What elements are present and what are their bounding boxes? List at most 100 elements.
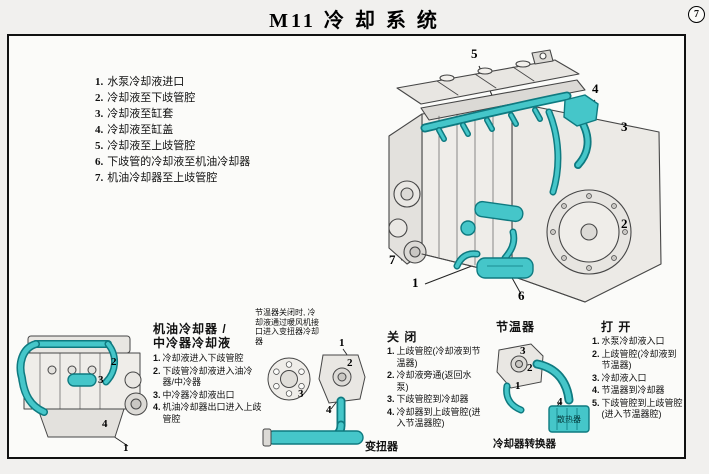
legend-item-number: 4.: [95, 124, 104, 136]
closed-heading: 关 闭: [387, 330, 418, 344]
legend-item: 3.冷却液至缸套: [95, 106, 250, 122]
open-list: 1.水泵冷却液入口 2.上歧管腔(冷却液到节温器) 3.冷却液入口 4.节温器到…: [592, 336, 684, 422]
callout-number: 2: [111, 356, 117, 368]
item-number: 1.: [153, 353, 161, 363]
callout-number: 2: [527, 362, 533, 374]
list-item: 1.冷却液进入下歧管腔: [153, 353, 263, 365]
thermostat-heading: 节温器: [496, 320, 536, 334]
callout-number: 4: [102, 418, 108, 430]
list-item: 2.上歧管腔(冷却液到节温器): [592, 349, 684, 372]
item-number: 3.: [387, 394, 395, 404]
item-text: 机油冷却器出口进入上歧管腔: [162, 402, 262, 424]
item-text: 上歧管腔(冷却液到节温器): [601, 348, 677, 371]
callout-number: 3: [520, 345, 526, 357]
radiator-label: 散热器: [557, 415, 581, 424]
item-number: 1.: [387, 346, 395, 356]
callout-number: 1: [412, 275, 419, 290]
main-engine-illustration: [388, 49, 662, 303]
thermostat-illustration: [496, 343, 590, 433]
callout-number: 4: [326, 404, 332, 416]
item-text: 冷却液进入下歧管腔: [162, 353, 244, 363]
item-text: 冷却液旁通(返回水泵): [396, 370, 472, 392]
callout-number: 2: [347, 357, 353, 369]
legend-item: 7.机油冷却器至上歧管腔: [95, 170, 250, 186]
open-heading: 打 开: [601, 320, 632, 334]
item-text: 冷却液入口: [601, 372, 647, 383]
list-item: 2.下歧管冷却液进入油冷器/中冷器: [153, 366, 263, 389]
legend-item: 1.水泵冷却液进口: [95, 74, 250, 90]
legend-item-text: 冷却液至上歧管腔: [107, 140, 196, 152]
item-number: 3.: [153, 389, 161, 400]
list-item: 1.水泵冷却液入口: [592, 336, 684, 348]
callout-number: 1: [123, 442, 129, 454]
item-number: 1.: [592, 336, 600, 346]
legend-item-number: 7.: [95, 172, 104, 184]
callout-number: 4: [592, 81, 599, 96]
list-item: 3.冷却液入口: [592, 373, 684, 385]
item-text: 上歧管腔(冷却液到节温器): [396, 346, 481, 368]
legend-item-number: 1.: [95, 76, 104, 88]
item-text: 冷却器到上歧管腔(进入节温器腔): [396, 406, 481, 429]
item-number: 2.: [387, 370, 395, 380]
torque-converter-illustration: [262, 348, 366, 447]
list-item: 3.下歧管腔到冷却器: [387, 394, 483, 406]
item-text: 下歧管冷却液进入油冷器/中冷器: [162, 365, 253, 388]
item-text: 下歧管腔到冷却器: [396, 394, 469, 404]
legend-item-text: 机油冷却器至上歧管腔: [107, 172, 218, 184]
list-item: 3.中冷器冷却液出口: [153, 390, 263, 402]
torque-converter-label: 变扭器: [365, 441, 398, 453]
cooler-converter-caption: 冷却器转换器: [493, 438, 556, 450]
legend-list: 1.水泵冷却液进口 2.冷却液至下歧管腔 3.冷却液至缸套 4.冷却液至缸盖 5…: [95, 74, 250, 186]
callout-number: 3: [621, 119, 628, 134]
page-number: 7: [694, 9, 699, 20]
legend-item: 2.冷却液至下歧管腔: [95, 90, 250, 106]
oil-cooler-list: 1.冷却液进入下歧管腔 2.下歧管冷却液进入油冷器/中冷器 3.中冷器冷却液出口…: [153, 353, 263, 426]
list-item: 1.上歧管腔(冷却液到节温器): [387, 346, 483, 369]
page-number-badge: 7: [688, 6, 705, 23]
legend-item-text: 下歧管的冷却液至机油冷却器: [107, 156, 251, 168]
list-item: 2.冷却液旁通(返回水泵): [387, 370, 483, 393]
callout-number: 3: [298, 388, 304, 400]
list-item: 4.机油冷却器出口进入上歧管腔: [153, 402, 263, 425]
callout-number: 2: [621, 216, 628, 231]
item-text: 中冷器冷却液出口: [162, 389, 235, 400]
legend-item-number: 6.: [95, 156, 104, 168]
legend-item-text: 冷却液至下歧管腔: [107, 92, 196, 104]
diagram-panel: 1.水泵冷却液进口 2.冷却液至下歧管腔 3.冷却液至缸套 4.冷却液至缸盖 5…: [7, 34, 686, 459]
legend-item-number: 3.: [95, 108, 104, 120]
legend-item-text: 冷却液至缸套: [107, 108, 174, 120]
item-number: 2.: [592, 348, 600, 359]
list-item: 4.冷却器到上歧管腔(进入节温器腔): [387, 407, 483, 430]
oil-cooler-heading-line1: 机油冷却器 /: [153, 322, 227, 336]
item-number: 2.: [153, 365, 161, 376]
page-title: M11 冷 却 系 统: [269, 10, 440, 32]
legend-item-number: 5.: [95, 140, 104, 152]
item-number: 4.: [592, 385, 600, 395]
item-number: 3.: [592, 372, 600, 383]
thermostat-closed-note: 节温器关闭时, 冷却液通过暖风机接口进入变扭器冷却器: [255, 308, 319, 346]
oil-cooler-heading: 机油冷却器 / 中冷器冷却液: [153, 322, 231, 350]
callout-number: 1: [339, 337, 345, 349]
oil-cooler-heading-line2: 中冷器冷却液: [153, 336, 232, 350]
callout-number: 3: [98, 374, 104, 386]
legend-item: 6.下歧管的冷却液至机油冷却器: [95, 154, 250, 170]
list-item: 5.下歧管腔到上歧管腔(进入节温器腔): [592, 398, 684, 421]
legend-item-text: 冷却液至缸盖: [107, 124, 174, 136]
callout-number: 5: [471, 46, 478, 61]
side-engine-illustration: [16, 335, 148, 447]
legend-item-text: 水泵冷却液进口: [107, 76, 185, 88]
closed-list: 1.上歧管腔(冷却液到节温器) 2.冷却液旁通(返回水泵) 3.下歧管腔到冷却器…: [387, 346, 483, 431]
item-text: 下歧管腔到上歧管腔(进入节温器腔): [601, 397, 683, 420]
callout-number: 4: [557, 396, 563, 408]
item-text: 水泵冷却液入口: [601, 336, 665, 346]
legend-item: 4.冷却液至缸盖: [95, 122, 250, 138]
item-number: 4.: [387, 406, 395, 417]
list-item: 4.节温器到冷却器: [592, 385, 684, 397]
legend-item: 5.冷却液至上歧管腔: [95, 138, 250, 154]
callout-number: 6: [518, 288, 525, 303]
callout-number: 1: [515, 380, 521, 392]
item-number: 4.: [153, 402, 161, 412]
item-text: 节温器到冷却器: [601, 385, 665, 395]
legend-item-number: 2.: [95, 92, 104, 104]
callout-number: 7: [389, 252, 396, 267]
